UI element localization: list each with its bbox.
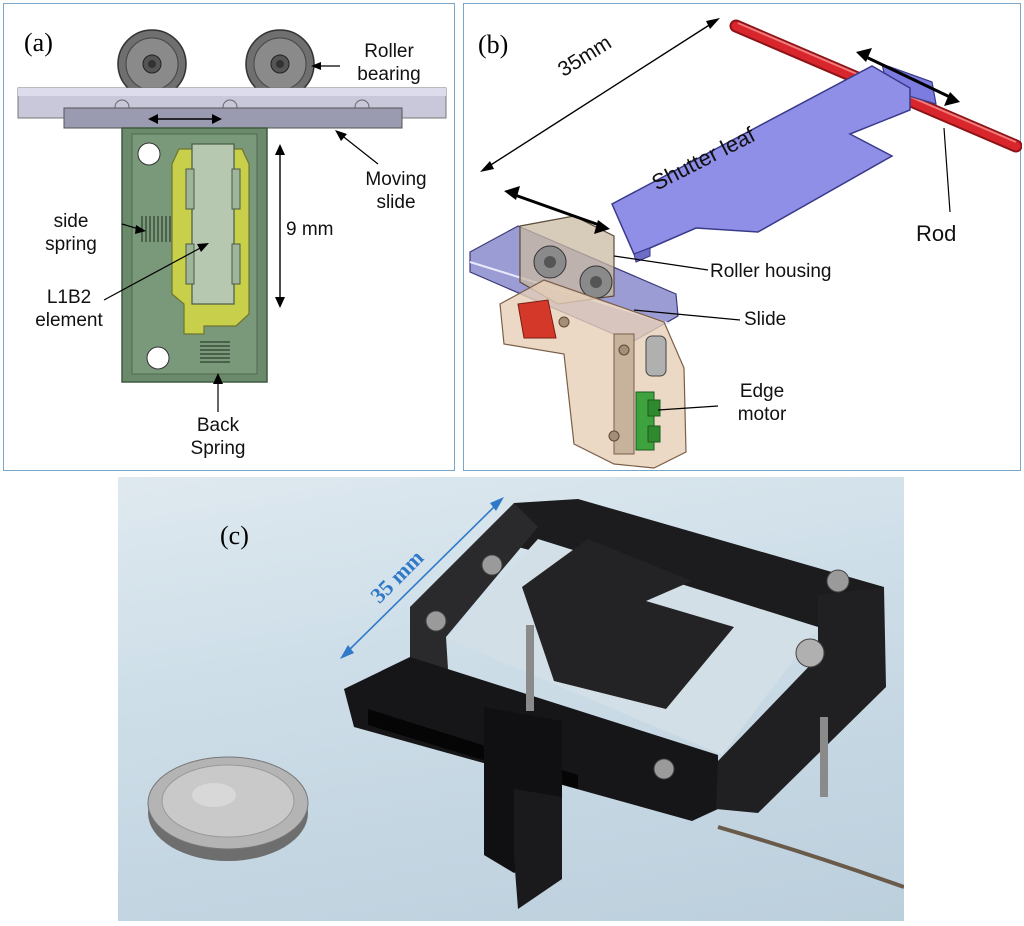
- panel-b-label: (b): [478, 30, 509, 59]
- moving-slide-label-line2: slide: [376, 192, 416, 213]
- roller-housing-label: Roller housing: [710, 261, 832, 282]
- back-spring-label-line2: Spring: [190, 438, 246, 459]
- panel-a-drawing: [17, 29, 447, 412]
- l1b2-element-label-line2: element: [35, 310, 103, 331]
- moving-slide-label-line1: Moving: [365, 169, 427, 190]
- shutter-frame: [344, 499, 886, 909]
- side-spring-label-line2: spring: [45, 234, 97, 255]
- panel-a-cross-section: (a) Roller bearing Moving slide side spr…: [3, 3, 455, 471]
- panel-c-label: (c): [220, 521, 249, 550]
- photo-shutter-leaf: [522, 539, 734, 709]
- back-spring: [200, 341, 230, 363]
- back-spring-label: Back Spring: [176, 414, 260, 460]
- edge-motor-label-line2: motor: [737, 404, 787, 425]
- side-spring-label: side spring: [34, 210, 108, 256]
- shutter-leaf: [611, 65, 911, 255]
- l1b2-element: [191, 143, 235, 305]
- moving-slide: [63, 107, 403, 129]
- panel-b-3d-model: (b) 35mm Shutter leaf Rod Roller housing…: [463, 3, 1022, 471]
- moving-slide-label: Moving slide: [354, 168, 438, 214]
- slide-label: Slide: [744, 309, 787, 330]
- edge-motor-label-line1: Edge: [739, 381, 785, 402]
- panel-a-label: (a): [24, 28, 53, 57]
- side-spring-label-line1: side: [53, 211, 89, 232]
- l1b2-element-label-line1: L1B2: [46, 287, 92, 308]
- edge-motor-label: Edge motor: [722, 380, 802, 426]
- l1b2-element-label: L1B2 element: [24, 286, 114, 332]
- coin: [147, 756, 309, 861]
- back-spring-label-line1: Back: [196, 415, 240, 436]
- nine-mm-dimension: 9 mm: [286, 219, 334, 240]
- cable: [717, 825, 904, 889]
- roller-bearing-label: Roller bearing: [344, 40, 434, 86]
- panel-c-photo: [147, 497, 904, 909]
- roller-bearing-left: [117, 29, 187, 99]
- rod-label: Rod: [916, 221, 957, 246]
- edge-motor: [635, 335, 667, 451]
- roller-bearing-label-line2: bearing: [357, 64, 421, 85]
- roller-bearing-label-line1: Roller: [364, 41, 414, 62]
- panel-c-photograph: (c) 35 mm: [118, 477, 904, 921]
- panel-b-drawing: [469, 18, 1022, 469]
